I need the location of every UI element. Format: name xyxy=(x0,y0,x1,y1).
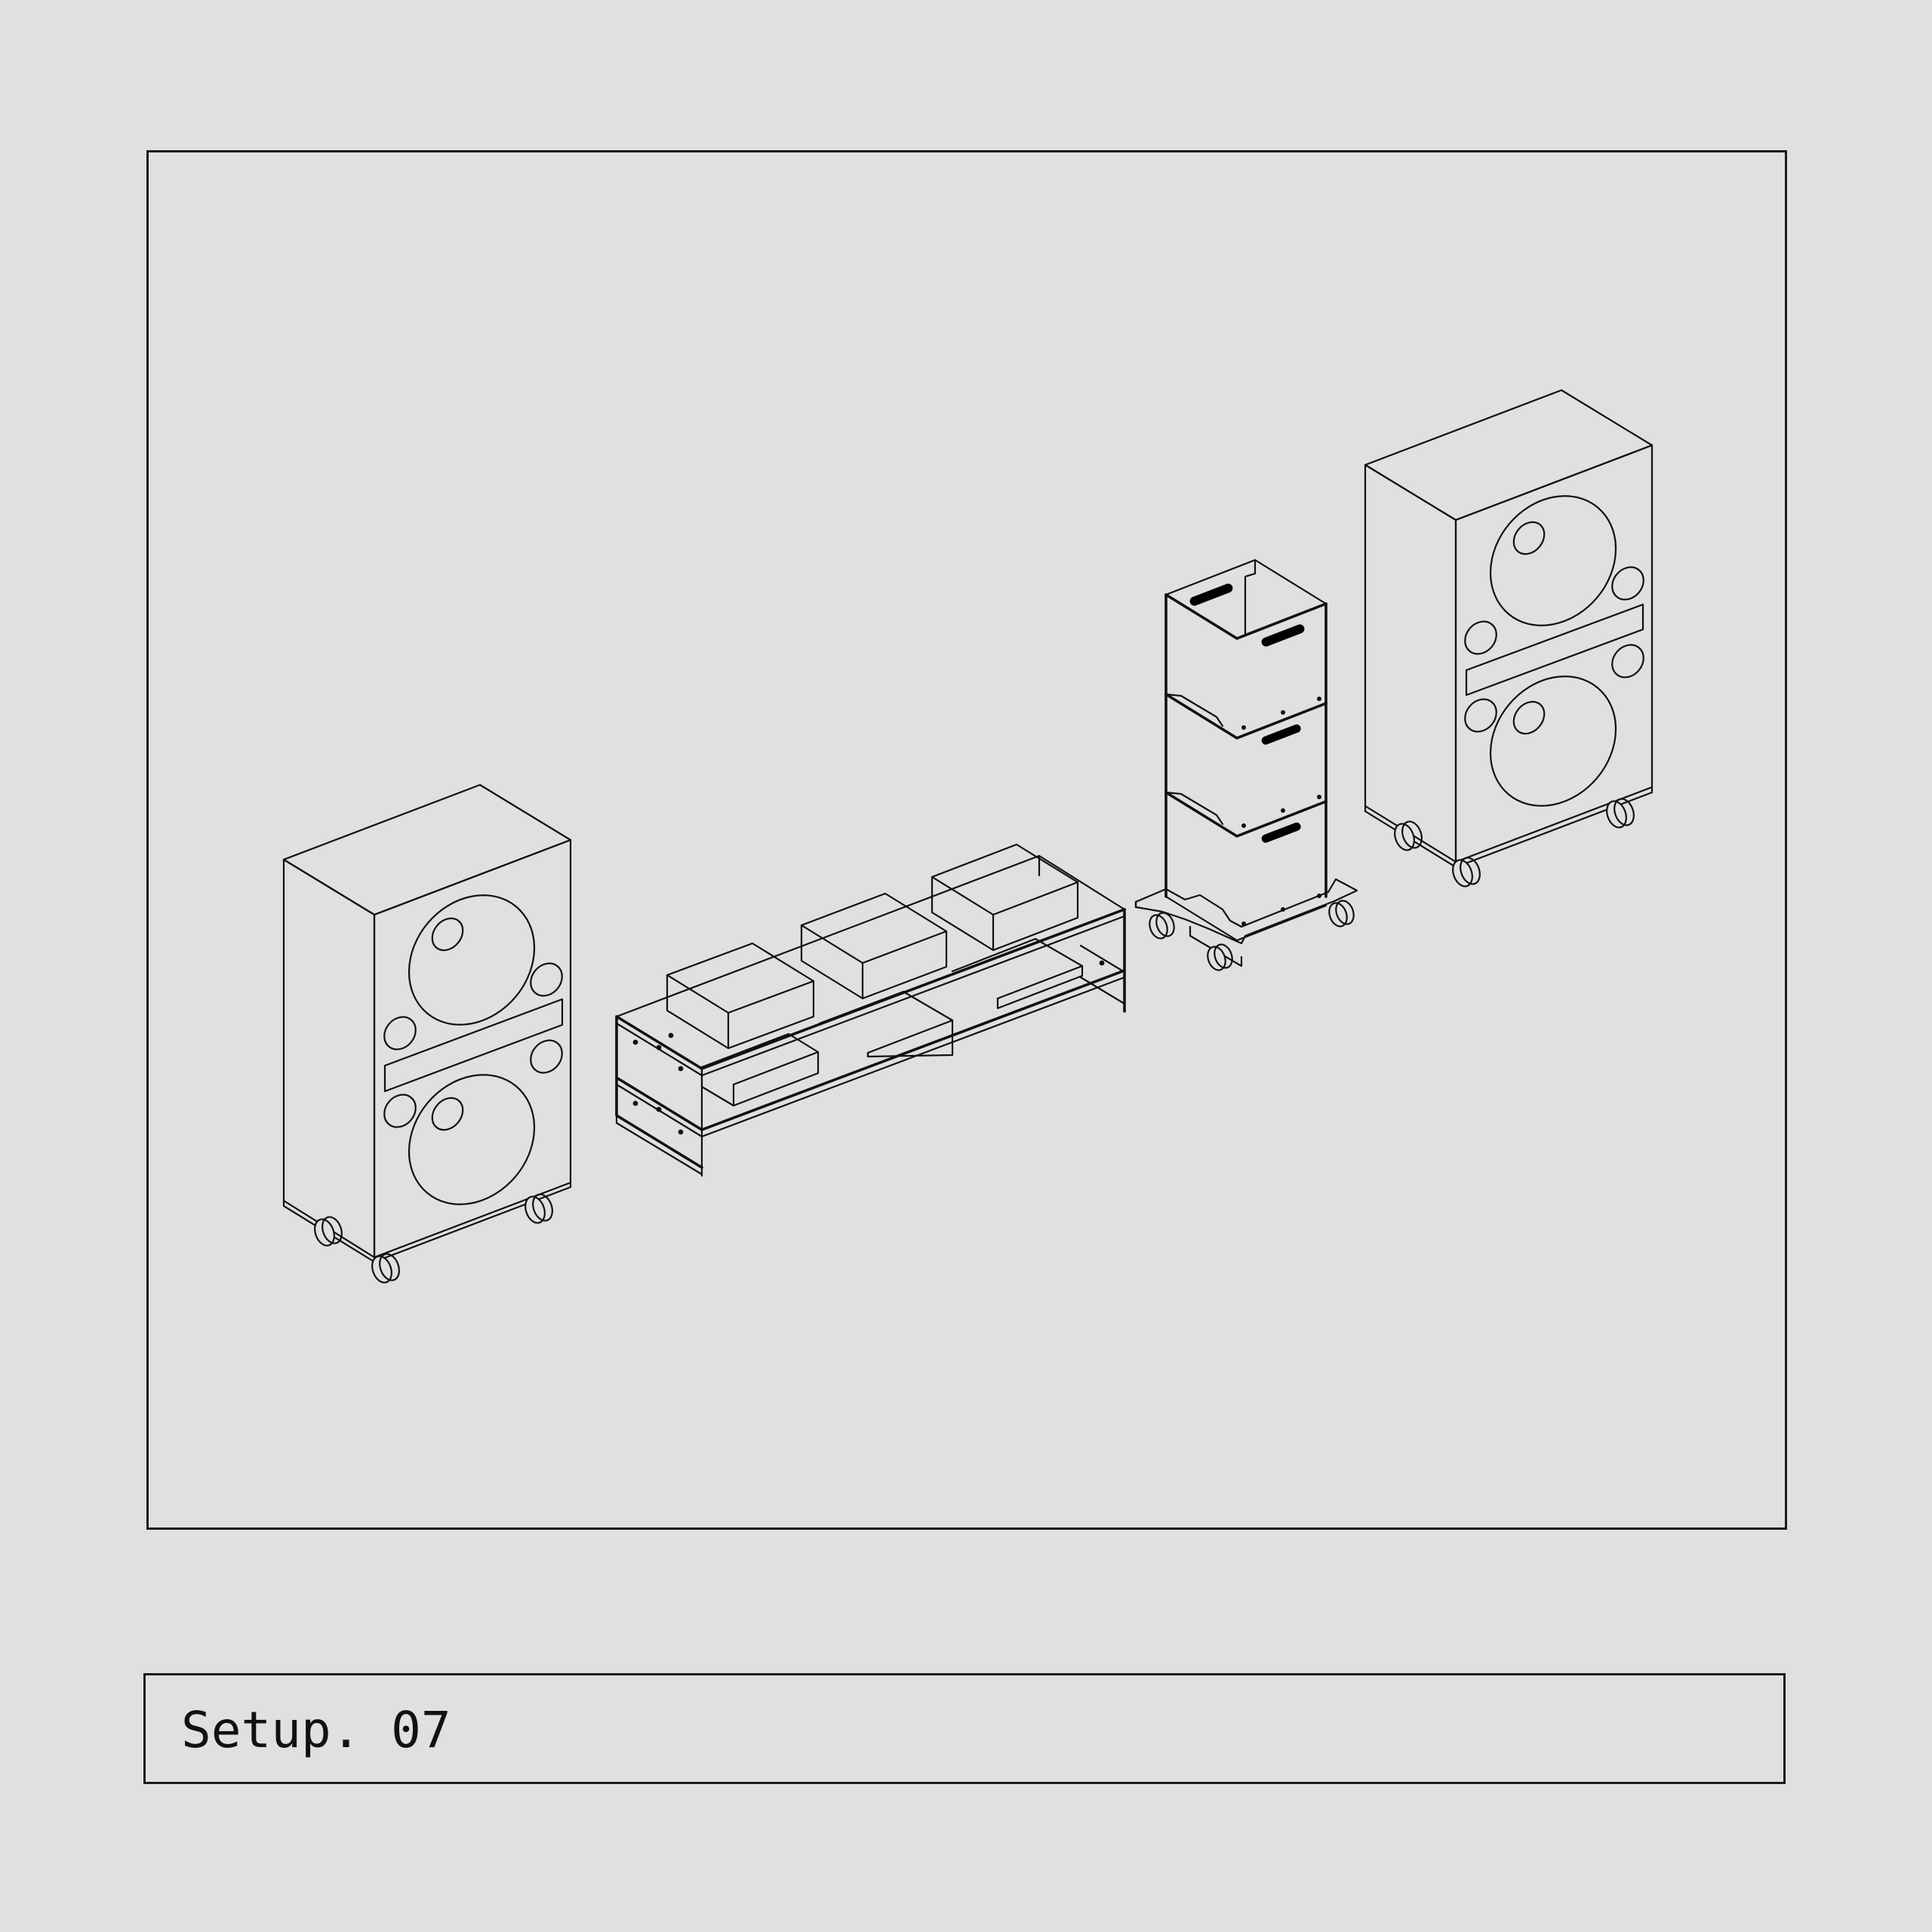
speaker-left-casters xyxy=(314,1193,553,1284)
speaker-right-woofer-bottom xyxy=(1489,675,1617,807)
tower-casters xyxy=(1149,900,1355,971)
speaker-left-woofer-top xyxy=(408,894,536,1026)
speaker-right-woofer-top xyxy=(1489,495,1617,626)
rack-low-lower-box-1 xyxy=(700,1032,820,1107)
speaker-left xyxy=(282,783,572,1284)
equipment-rack-tower xyxy=(1134,558,1358,971)
rack-low-lower-box-2 xyxy=(818,990,954,1058)
speaker-left-woofer-bottom xyxy=(408,1074,536,1205)
caption-box: Setup. 07 xyxy=(143,1673,1786,1784)
speaker-right-side xyxy=(1364,463,1457,863)
speaker-right-port xyxy=(1465,603,1644,697)
illustration-frame xyxy=(146,150,1787,1530)
speaker-left-port xyxy=(383,998,564,1093)
speaker-left-side xyxy=(282,858,376,1259)
rack-low-top-box-3 xyxy=(931,843,1079,952)
equipment-rack-low xyxy=(615,843,1126,1177)
speaker-right-casters xyxy=(1394,798,1635,888)
rack-low-lower-box-3 xyxy=(951,937,1084,1010)
rack-low-top-box-2 xyxy=(800,892,948,1000)
speaker-right xyxy=(1364,389,1654,888)
tower-base xyxy=(1134,878,1358,945)
caption-title: Setup. 07 xyxy=(181,1701,451,1759)
rack-low-top-box-1 xyxy=(666,942,815,1050)
